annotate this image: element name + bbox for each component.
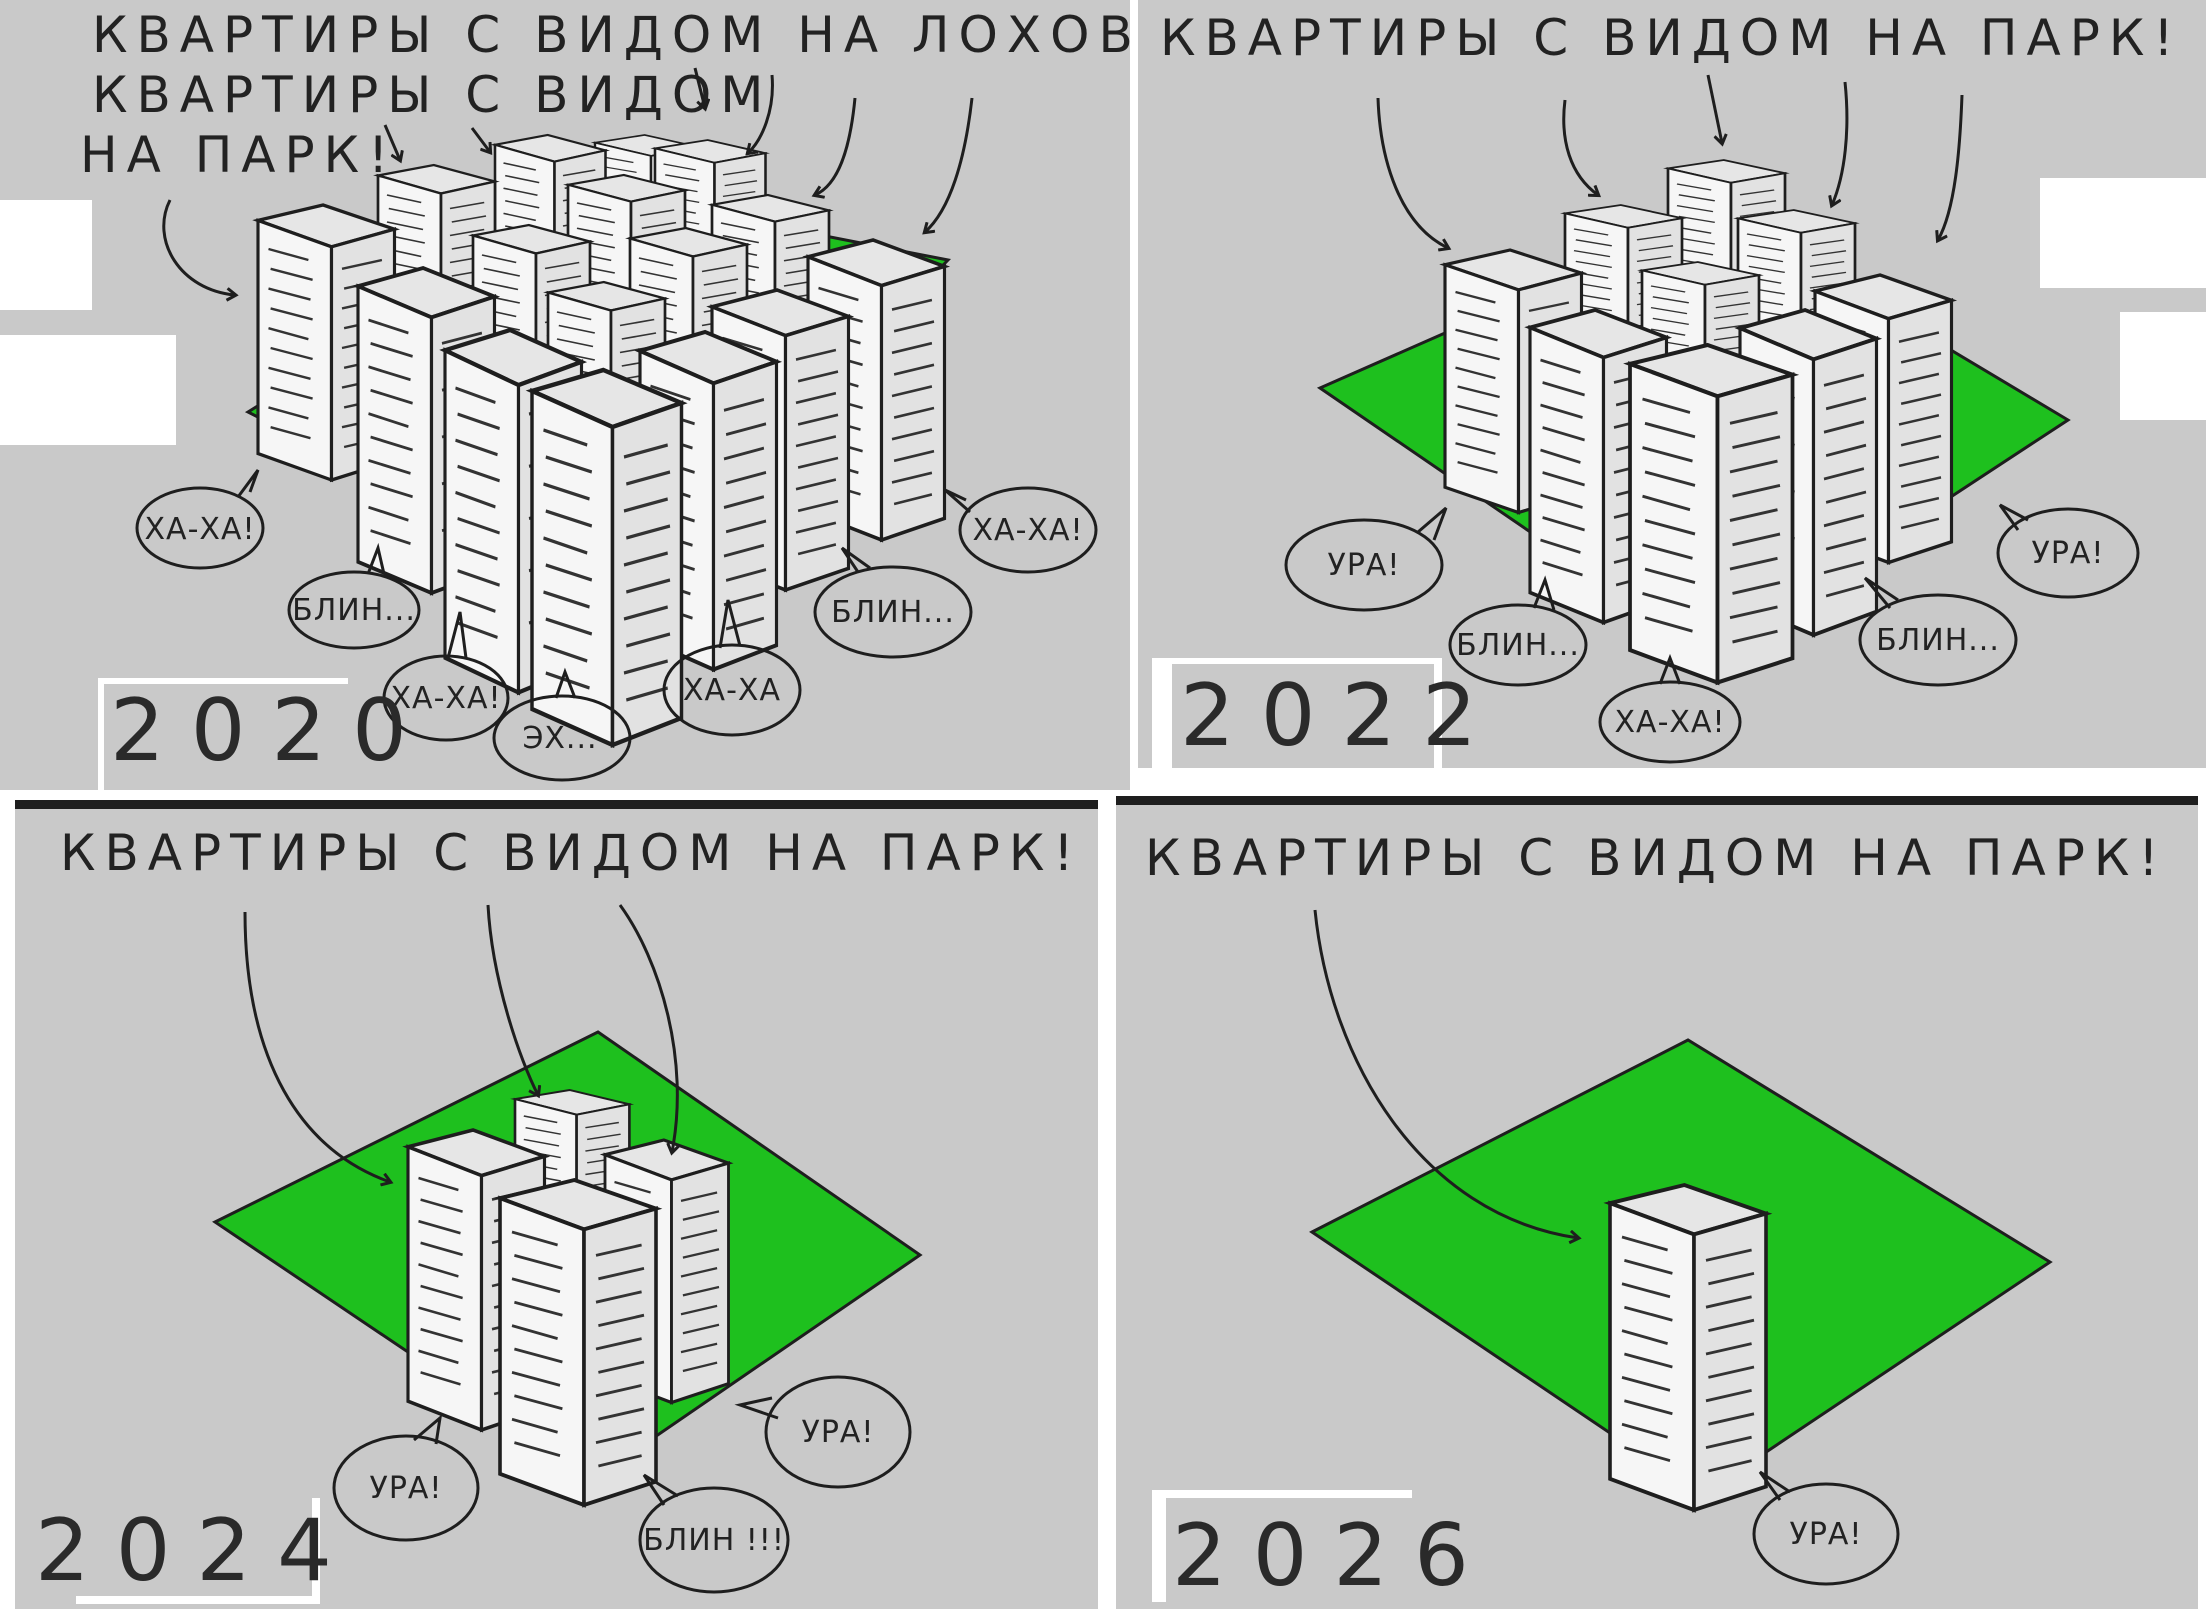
speech-bubbles: ХА-ХА! БЛИН... ХА-ХА! ЭХ... ХА-ХА [135, 469, 1098, 782]
speech-bubble: УРА! [1996, 503, 2140, 599]
white-patch [2040, 178, 2206, 288]
speech-bubble: УРА! [1284, 506, 1448, 612]
speech-bubble: БЛИН... [813, 546, 973, 659]
panel-2024: КВАРТИРЫ С ВИДОМ НА ПАРК! УРА! БЛИН !!! … [15, 800, 1098, 1609]
speech-bubble: ЭХ... [492, 667, 632, 782]
panel-border [1116, 796, 2198, 805]
speech-bubble: БЛИН... [1448, 575, 1588, 687]
year-stamp: 2024 [30, 1490, 358, 1604]
speech-bubble: БЛИН... [1858, 576, 2018, 687]
caption-arrows [243, 904, 677, 1182]
white-patch [0, 200, 92, 310]
speech-text: ХА-ХА! [145, 512, 256, 547]
speech-text: БЛИН !!! [643, 1523, 785, 1558]
speech-bubble: ХА-ХА! [382, 611, 510, 742]
caption-arrows [1313, 909, 1578, 1238]
panel-border [15, 800, 1098, 809]
speech-text: ХА-ХА! [973, 513, 1084, 548]
speech-bubbles: УРА! БЛИН... ХА-ХА! БЛИН... УРА! [1284, 503, 2140, 764]
caption-arrows [1376, 74, 1964, 248]
speech-bubble: ХА-ХА! [1598, 653, 1742, 764]
year-stamp: 2022 [1152, 658, 1503, 768]
speech-text: ХА-ХА [683, 673, 781, 708]
caption-line-3: НА ПАРК! [80, 126, 397, 184]
white-patch [2120, 312, 2206, 420]
year-label: 2026 [1172, 1506, 1495, 1606]
speech-text: БЛИН... [1456, 628, 1580, 663]
speech-bubble: ХА-ХА [662, 599, 802, 737]
caption-line-2: КВАРТИРЫ С ВИДОМ [92, 66, 772, 124]
panel-2026: КВАРТИРЫ С ВИДОМ НА ПАРК! УРА! 2026 [1116, 796, 2198, 1609]
speech-text: УРА! [370, 1471, 443, 1506]
caption-line-1: КВАРТИРЫ С ВИДОМ НА ПАРК! [1145, 829, 2167, 887]
caption-arrows [162, 67, 974, 295]
speech-bubbles: УРА! [1752, 1470, 1900, 1586]
speech-text: БЛИН... [1876, 623, 2000, 658]
speech-bubble: ХА-ХА! [135, 469, 265, 570]
caption-line-1: КВАРТИРЫ С ВИДОМ НА ПАРК! [60, 824, 1082, 882]
speech-text: ЭХ... [522, 721, 597, 756]
white-patch [0, 335, 176, 445]
speech-bubble: УРА! [332, 1414, 480, 1542]
speech-bubble: УРА! [734, 1375, 912, 1489]
year-label: 2022 [1180, 666, 1503, 766]
speech-text: УРА! [802, 1415, 875, 1450]
speech-bubble: БЛИН !!! [638, 1473, 790, 1594]
year-label: 2024 [35, 1501, 358, 1601]
speech-text: УРА! [1328, 548, 1401, 583]
speech-bubble: ХА-ХА! [944, 486, 1098, 574]
speech-text: ХА-ХА! [391, 681, 502, 716]
lone-building [1608, 1183, 1768, 1512]
speech-bubble: УРА! [1752, 1470, 1900, 1586]
year-label: 2020 [110, 681, 433, 781]
year-stamp: 2020 [98, 678, 433, 790]
year-stamp: 2026 [1152, 1490, 1495, 1606]
speech-text: УРА! [2032, 536, 2105, 571]
speech-bubble: БЛИН... [287, 542, 421, 650]
speech-text: УРА! [1790, 1517, 1863, 1552]
caption-line-1: КВАРТИРЫ С ВИДОМ НА ПАРК! [1160, 9, 2182, 67]
speech-bubbles: УРА! БЛИН !!! УРА! [332, 1375, 912, 1594]
speech-text: БЛИН... [831, 595, 955, 630]
speech-text: БЛИН... [292, 593, 416, 628]
speech-text: ХА-ХА! [1615, 705, 1726, 740]
panel-2022: КВАРТИРЫ С ВИДОМ НА ПАРК! УРА! БЛИН... [1138, 0, 2206, 768]
